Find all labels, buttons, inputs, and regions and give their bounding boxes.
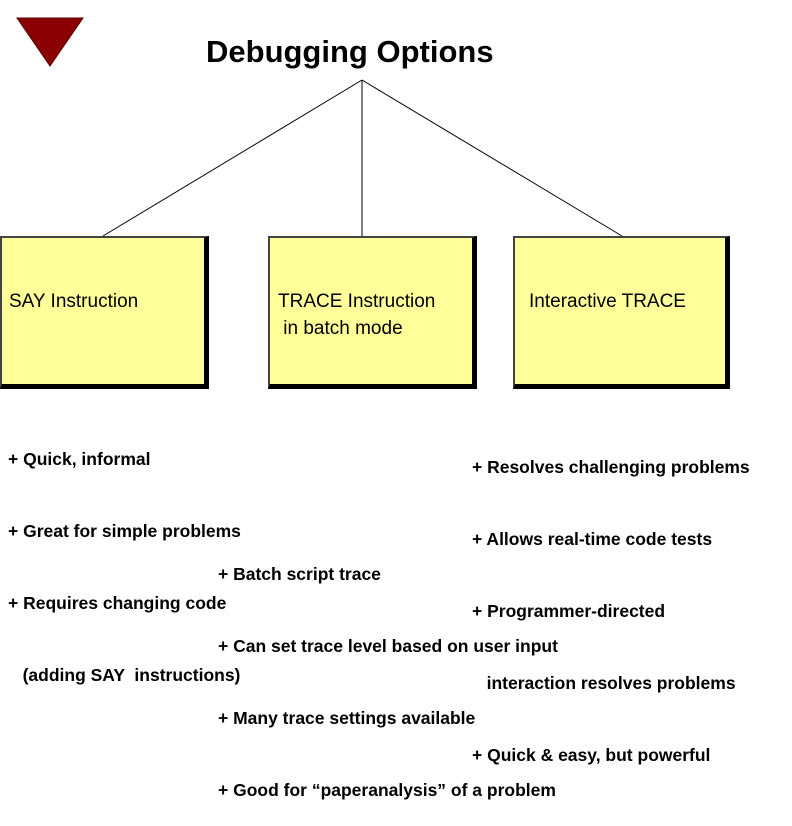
connector-lines (102, 79, 623, 237)
connector-line-left (102, 79, 363, 237)
batch-trace-bullet-list: + Batch script trace + Can set trace lev… (218, 514, 558, 826)
list-item: + Resolves challenging problems (472, 457, 750, 477)
list-item: + Quick, informal (8, 449, 151, 469)
say-instruction-box (0, 236, 209, 389)
trace-batch-label: TRACE Instruction in batch mode (278, 291, 436, 339)
list-item: + Batch script trace (218, 564, 381, 584)
list-item: + Can set trace level based on user inpu… (218, 636, 558, 656)
diagram-title: Debugging Options (206, 34, 494, 69)
connector-line-right (361, 79, 623, 237)
trace-batch-box (268, 236, 477, 389)
down-triangle-icon (16, 17, 84, 67)
list-item: + Great for simple problems (8, 521, 241, 541)
say-bullet-list: + Quick, informal + Great for simple pro… (8, 399, 241, 711)
list-item: + Requires changing code (8, 593, 227, 613)
interactive-trace-box (513, 236, 730, 389)
list-item: + Allows real-time code tests (472, 529, 713, 549)
say-instruction-label: SAY Instruction (9, 291, 139, 312)
list-item: (adding SAY instructions) (8, 665, 241, 685)
list-item: + Good for “paperanalysis” of a problem (218, 780, 556, 800)
interactive-trace-label: Interactive TRACE (529, 291, 686, 312)
list-item: + Many trace settings available (218, 708, 476, 728)
